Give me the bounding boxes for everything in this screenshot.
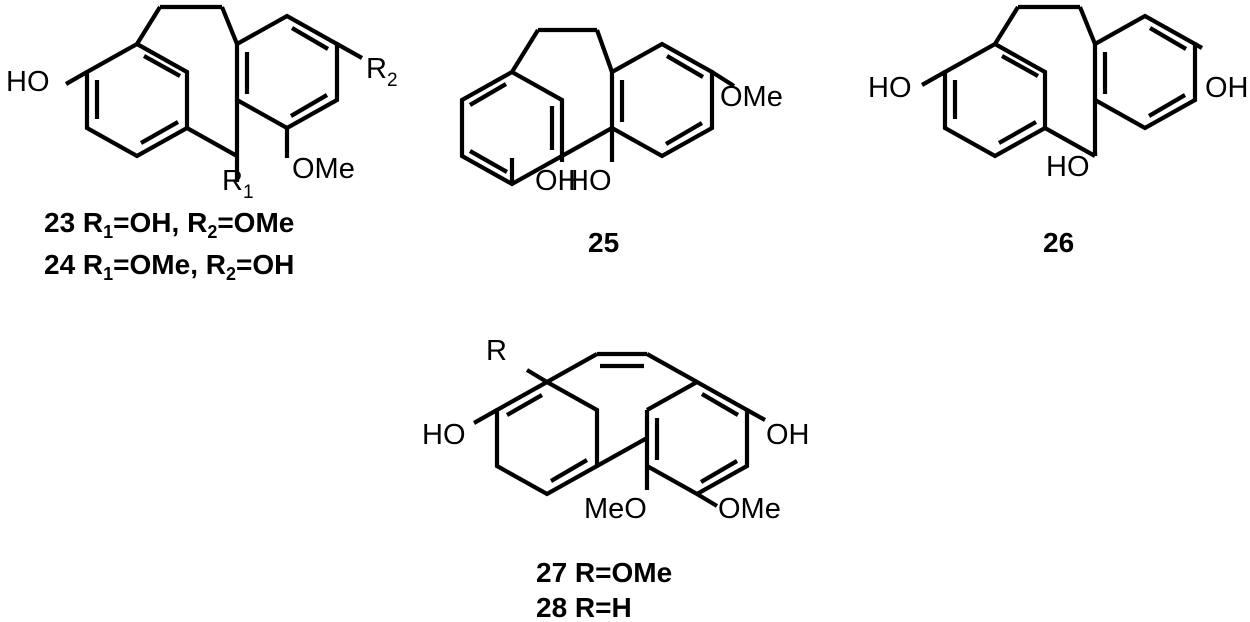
structure-23-24-bonds [64, 4, 364, 182]
structure-25-bonds [459, 27, 736, 187]
atom-label-oh: OH [535, 165, 579, 197]
structure-26-atom-labels: HO OH HO [868, 72, 1249, 183]
atom-label-r: R [486, 335, 507, 367]
atom-label-meo: MeO [584, 493, 647, 525]
structure-23-24: HO R2 R1 OMe 23 R1=OH, R2=OMe 24 R1=OMe,… [6, 4, 398, 284]
structure-26-bonds [920, 4, 1204, 159]
atom-label-ho-left: HO [868, 72, 912, 104]
atom-label-oh: OH [766, 419, 810, 451]
atom-label-ho: HO [422, 419, 466, 451]
atom-label-ho: HO [568, 165, 612, 197]
atom-label-ome: OMe [292, 153, 355, 185]
atom-label-r2: R2 [366, 53, 398, 91]
atom-label-ome: OMe [720, 81, 783, 113]
structure-27-28-bonds [472, 351, 767, 508]
structure-25: OH HO OMe 25 [459, 27, 783, 258]
caption-compound-28: 28 R=H [536, 592, 632, 622]
atom-label-oh-right: OH [1205, 72, 1249, 104]
structure-27-28-captions: 27 R=OMe 28 R=H [536, 557, 672, 622]
structure-26: HO OH HO 26 [868, 4, 1249, 258]
caption-compound-23: 23 R1=OH, R2=OMe [44, 207, 294, 242]
structure-23-24-captions: 23 R1=OH, R2=OMe 24 R1=OMe, R2=OH [44, 207, 294, 284]
structure-27-28-atom-labels: R HO OH MeO OMe [422, 335, 810, 525]
structure-25-atom-labels: OH HO OMe [535, 81, 783, 197]
structure-23-24-atom-labels: HO R2 R1 OMe [6, 53, 398, 203]
structure-27-28: R HO OH MeO OMe 27 R=OMe 28 R=H [422, 335, 810, 622]
atom-label-ho-bottom: HO [1046, 151, 1090, 183]
caption-compound-26: 26 [1043, 227, 1074, 258]
caption-compound-25: 25 [588, 227, 619, 258]
atom-label-ome: OMe [718, 493, 781, 525]
atom-label-ho: HO [6, 66, 50, 98]
caption-compound-24: 24 R1=OMe, R2=OH [44, 249, 294, 284]
caption-compound-27: 27 R=OMe [536, 557, 672, 588]
atom-label-r1: R1 [222, 165, 254, 203]
